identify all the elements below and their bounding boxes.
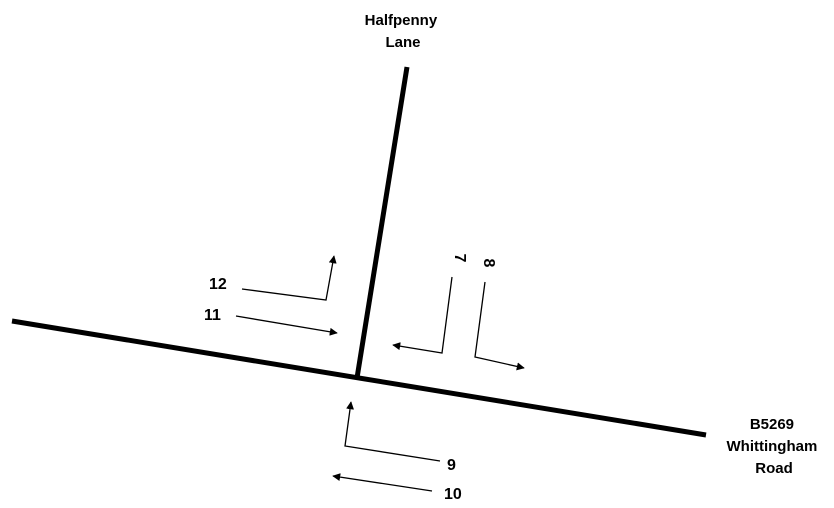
side-road-name-line1: Halfpenny (365, 12, 438, 29)
side-road-line (354, 66, 410, 379)
movement-12-arrow (241, 255, 337, 301)
movement-8-arrow (474, 281, 525, 371)
movement-11-label: 11 (204, 307, 221, 324)
movement-10-label: 10 (444, 486, 462, 503)
movement-7-arrow (392, 276, 453, 354)
movement-12-label: 12 (209, 276, 227, 293)
movement-9-arrow (344, 401, 441, 462)
movement-8-label: 8 (480, 259, 497, 268)
main-road-name-line1: B5269 (750, 416, 794, 433)
movement-9-label: 9 (447, 457, 456, 474)
main-road-name-line3: Road (755, 460, 793, 477)
movement-10-arrow (332, 473, 433, 492)
side-road-name-line2: Lane (385, 34, 420, 51)
main-road-name: B5269 Whittingham Road (727, 416, 822, 477)
movement-11-arrow (235, 315, 338, 336)
side-road-name: Halfpenny Lane (365, 12, 442, 51)
main-road-name-line2: Whittingham (727, 438, 818, 455)
movement-7-label: 7 (451, 254, 468, 263)
